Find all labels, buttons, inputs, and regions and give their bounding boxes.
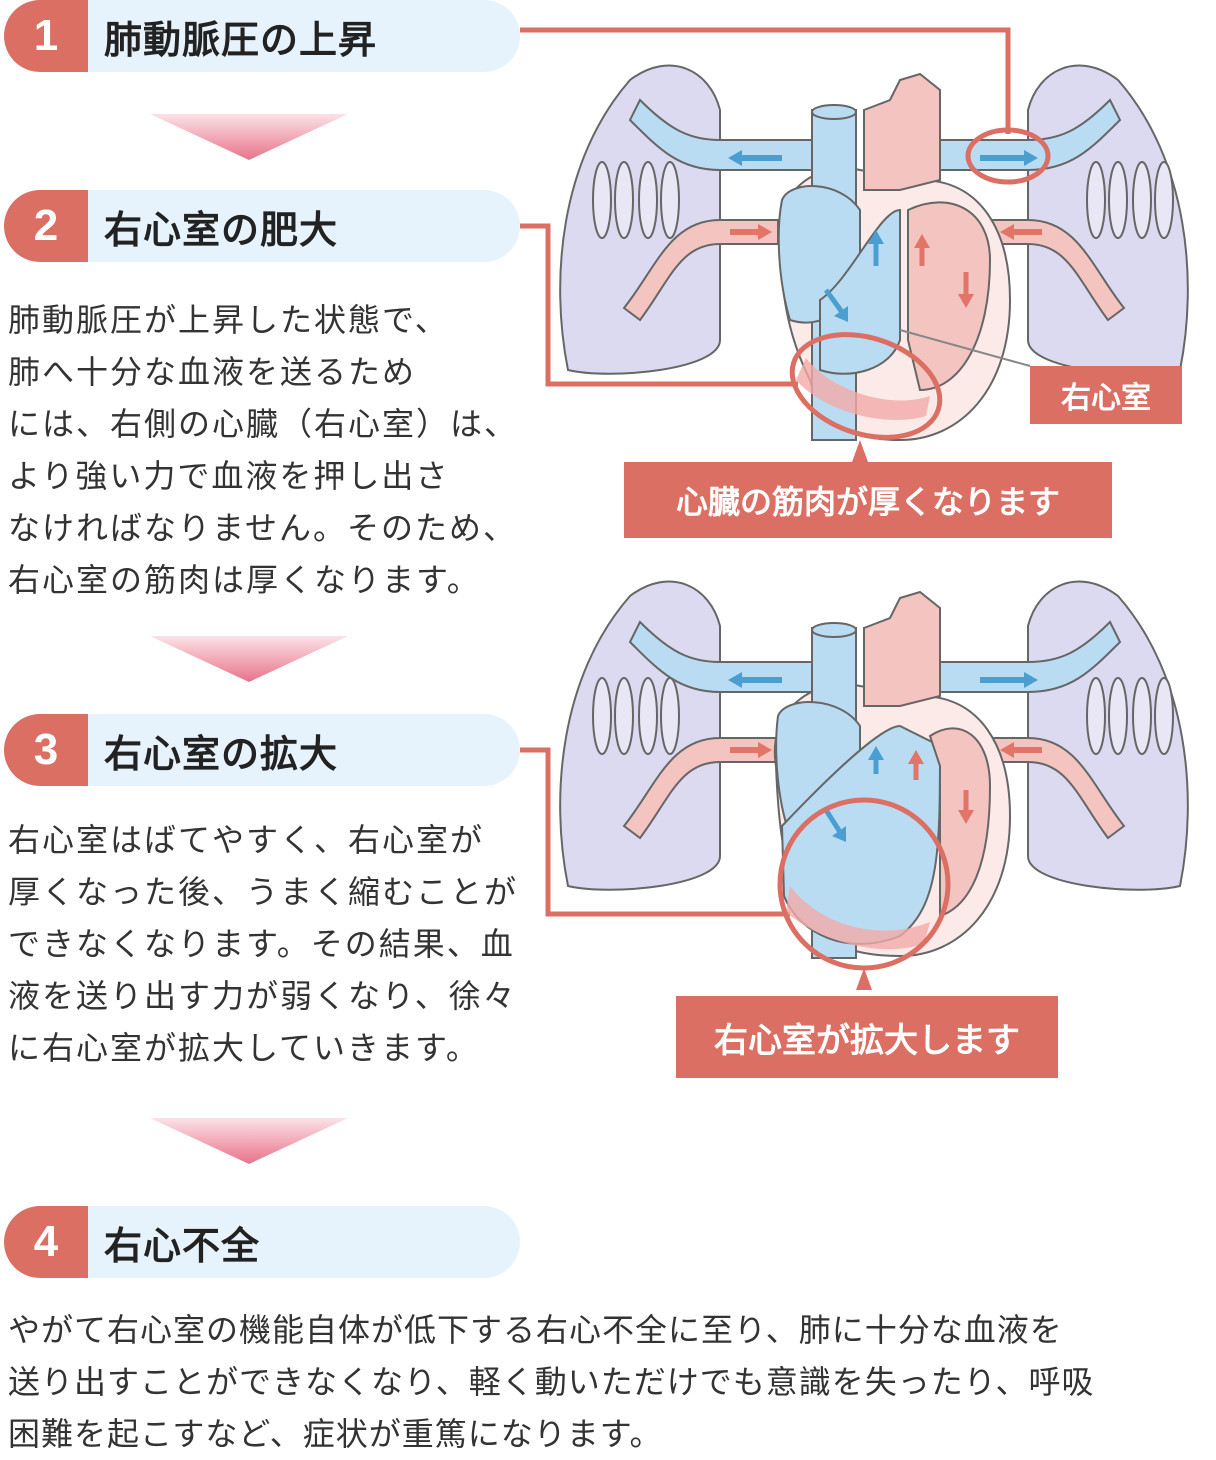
- step-title: 右心不全: [104, 1223, 261, 1268]
- step-number-badge: 2: [4, 190, 88, 262]
- thickened-wall: [796, 358, 930, 420]
- pulmonary-artery-highlight: [965, 127, 1051, 185]
- aorta: [863, 590, 941, 707]
- step-number-badge: 4: [4, 1206, 88, 1278]
- ventricle-wall: [786, 886, 930, 950]
- step-title: 右心室の肥大: [104, 207, 339, 252]
- flow-arrows: [728, 150, 1042, 322]
- step-2-header: 2 右心室の肥大: [4, 190, 520, 262]
- pulmonary-artery-right: [889, 98, 1122, 171]
- capillary-loops: [592, 677, 1174, 755]
- callout-ventricle-enlarges: 右心室が拡大します: [676, 996, 1058, 1078]
- pulmonary-artery-left: [628, 620, 821, 693]
- step-pill: [4, 1206, 520, 1278]
- flow-arrows: [728, 672, 1042, 842]
- callout-pointer: [856, 968, 872, 990]
- step-2-description: 肺動脈圧が上昇した状態で、 肺へ十分な血液を送るため には、右側の心臓（右心室）…: [8, 301, 519, 599]
- down-arrow-icon: [150, 636, 348, 682]
- step-pill: [4, 0, 520, 72]
- ventricle-wall-highlight: [789, 332, 943, 440]
- step-number-badge: 1: [4, 0, 88, 72]
- step-3-header: 3 右心室の拡大: [4, 714, 520, 786]
- pulmonary-artery-right: [889, 620, 1122, 693]
- enlarged-right-ventricle: [780, 724, 942, 945]
- down-arrow-icon: [150, 114, 348, 160]
- right-ventricle-label: 右心室: [1030, 366, 1182, 424]
- step-title: 肺動脈圧の上昇: [104, 17, 378, 62]
- pulmonary-artery-left: [628, 98, 821, 171]
- step-4-description: やがて右心室の機能自体が低下する右心不全に至り、肺に十分な血液を 送り出すことが…: [8, 1311, 1095, 1453]
- callout-muscle-thickens: 心臓の筋肉が厚くなります: [624, 462, 1112, 538]
- callout-pointer: [852, 440, 868, 462]
- step-pill: [4, 714, 520, 786]
- step-pill: [4, 190, 520, 262]
- down-arrow-icon: [150, 1118, 348, 1164]
- step-3-description: 右心室はばてやすく、右心室が 厚くなった後、うまく縮むことが できなくなります。…: [8, 821, 519, 1067]
- label-leader-line: [899, 329, 1031, 367]
- step-1-header: 1 肺動脈圧の上昇: [4, 0, 520, 72]
- step-4-header: 4 右心不全: [4, 1206, 520, 1278]
- aorta: [863, 72, 941, 191]
- step-title: 右心室の拡大: [104, 731, 339, 776]
- step-number-badge: 3: [4, 714, 88, 786]
- capillary-loops: [592, 161, 1174, 239]
- heart-lung-illustration-hypertrophy: [559, 64, 1189, 462]
- heart-lung-illustration-enlargement: [559, 580, 1189, 990]
